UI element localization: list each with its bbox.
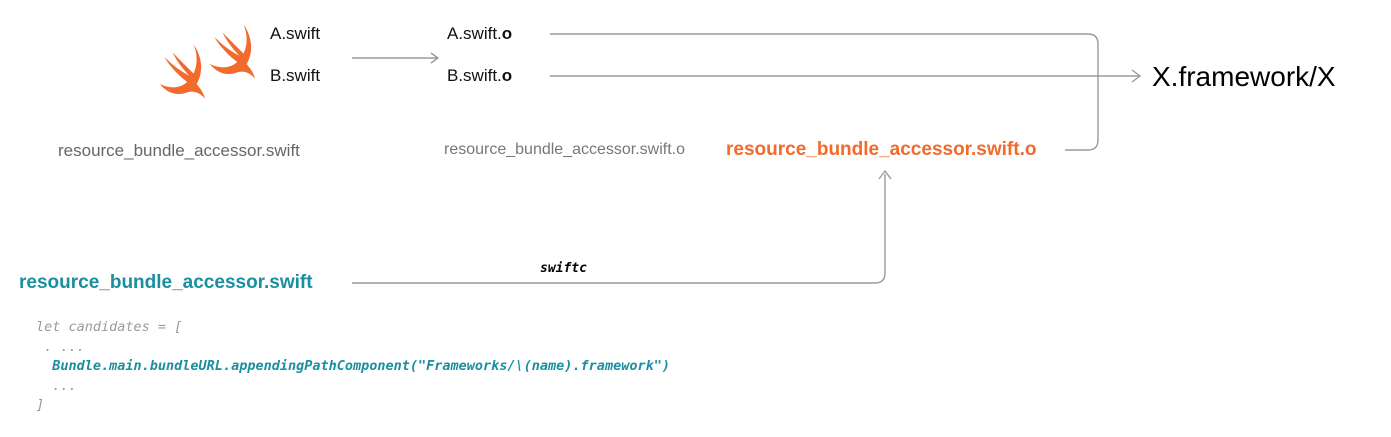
code-line: ] <box>36 397 45 413</box>
object-file-generated-gray: resource_bundle_accessor.swift.o <box>444 141 686 158</box>
source-file-a: A.swift <box>270 24 321 43</box>
object-file-b-base: B.swift. <box>447 66 502 85</box>
accessor-source-file: resource_bundle_accessor.swift <box>19 272 313 293</box>
object-file-a-base: A.swift. <box>447 24 502 43</box>
code-line: let candidates = [ <box>36 319 183 335</box>
link-connector-a <box>550 33 1099 151</box>
swift-bird-icon <box>209 24 256 79</box>
swiftc-arrow <box>352 174 886 284</box>
compile-arrow <box>352 52 440 64</box>
code-snippet: let candidates = [ . ... Bundle.main.bun… <box>36 318 670 416</box>
code-line: . ... <box>36 338 85 355</box>
object-file-generated-orange: resource_bundle_accessor.swift.o <box>726 139 1037 160</box>
source-file-generated: resource_bundle_accessor.swift <box>58 141 300 160</box>
framework-output: X.framework/X <box>1152 61 1336 92</box>
swiftc-label: swiftc <box>540 261 587 276</box>
code-line-highlight: Bundle.main.bundleURL.appendingPathCompo… <box>36 358 670 374</box>
code-line: ... <box>36 377 77 394</box>
swift-bird-icon <box>159 44 206 99</box>
object-file-a-ext: o <box>501 24 513 43</box>
swiftc-arrowhead <box>878 169 892 180</box>
object-file-b-ext: o <box>501 66 513 85</box>
source-file-b: B.swift <box>270 66 321 85</box>
object-file-b: B.swift.o <box>447 67 512 84</box>
object-file-a: A.swift.o <box>447 25 512 42</box>
link-arrow-b <box>550 69 1142 83</box>
